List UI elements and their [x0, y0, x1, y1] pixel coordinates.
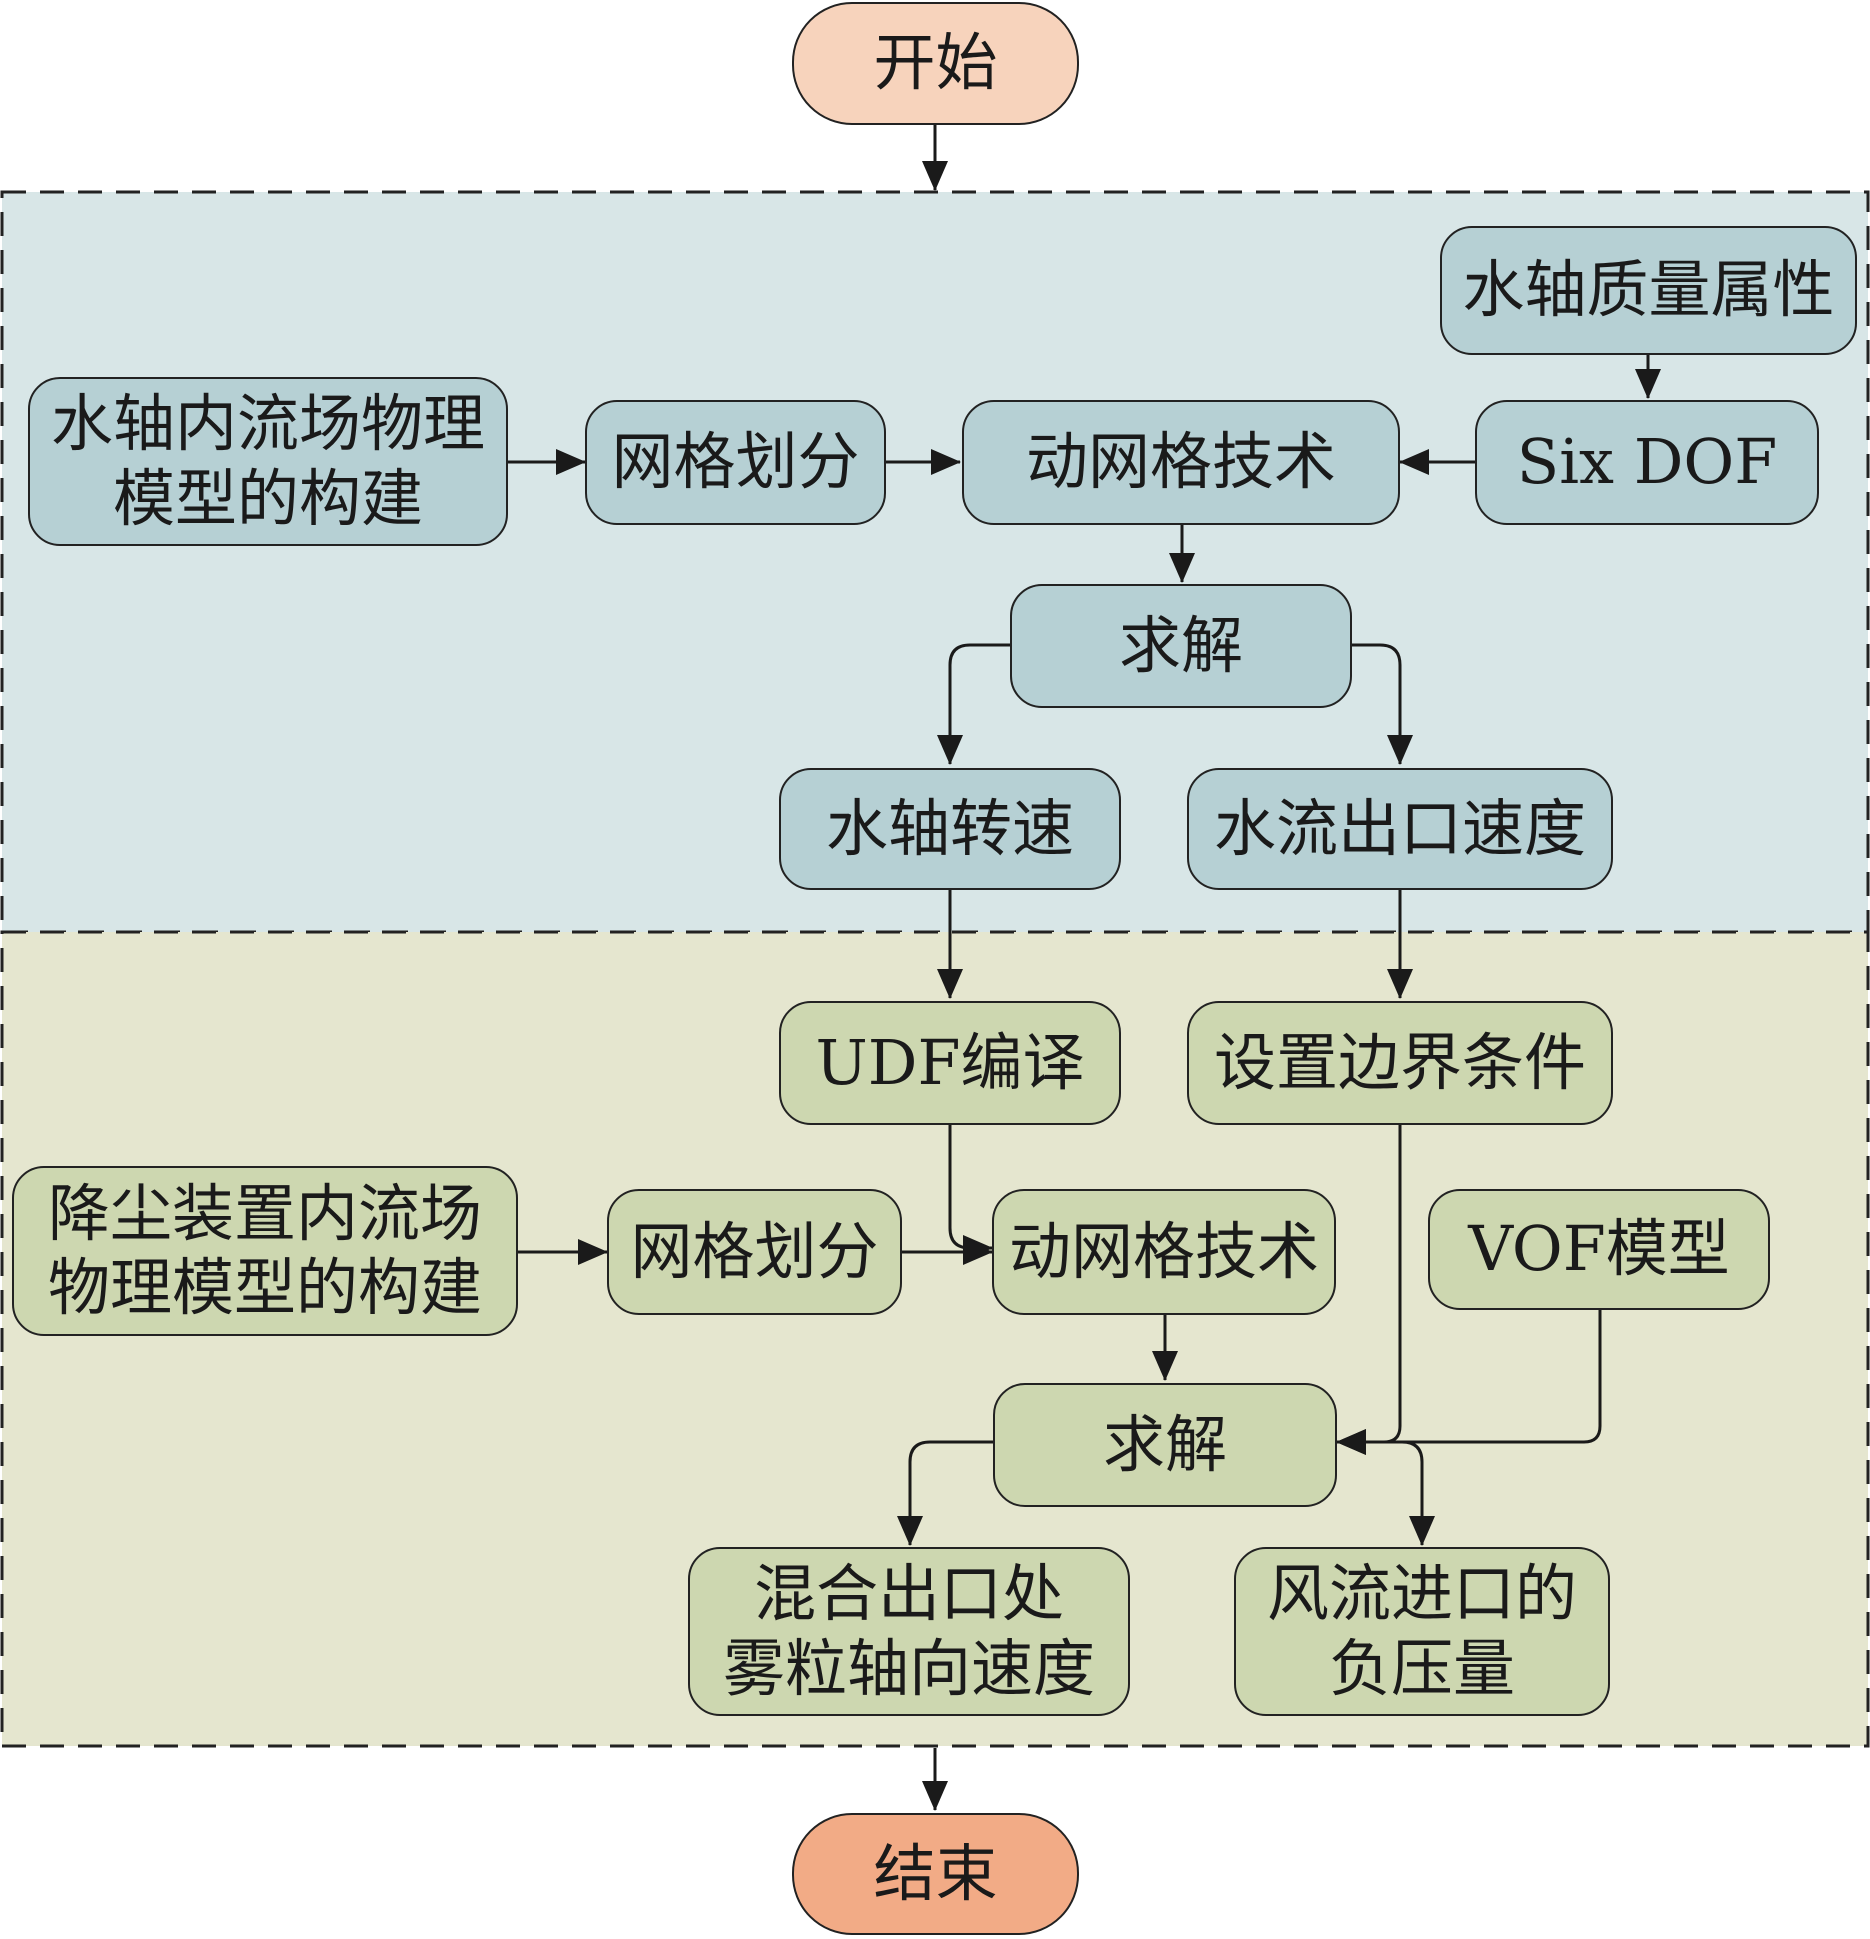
start-node: 开始 — [792, 2, 1079, 125]
arrow-solve-to-speed — [937, 643, 1010, 765]
water-shaft-speed-node: 水轴转速 — [779, 768, 1121, 890]
udf-compile-node: UDF编译 — [779, 1001, 1121, 1125]
arrow-udf-to-dynamic — [948, 1125, 993, 1261]
boundary-conditions-node: 设置边界条件 — [1187, 1001, 1613, 1125]
sixdof-node: Six DOF — [1475, 400, 1819, 525]
end-node: 结束 — [792, 1813, 1079, 1935]
water-shaft-solve-node: 求解 — [1010, 584, 1352, 708]
arrow-solve-to-mist — [897, 1440, 993, 1546]
arrow-solve-to-outlet — [1352, 643, 1413, 765]
water-shaft-model-node: 水轴内流场物理 模型的构建 — [28, 377, 508, 546]
dust-device-model-node: 降尘装置内流场 物理模型的构建 — [12, 1166, 518, 1336]
water-outlet-velocity-node: 水流出口速度 — [1187, 768, 1613, 890]
water-shaft-dynamic-mesh-node: 动网格技术 — [962, 400, 1400, 525]
dust-device-solve-node: 求解 — [993, 1383, 1337, 1507]
water-shaft-mesh-node: 网格划分 — [585, 400, 886, 525]
vof-model-node: VOF模型 — [1428, 1189, 1770, 1310]
arrow-vof-to-solve — [1336, 1310, 1602, 1455]
arrow-solve-to-pressure — [1337, 1440, 1435, 1546]
dust-device-dynamic-mesh-node: 动网格技术 — [992, 1189, 1336, 1315]
air-inlet-negative-pressure-node: 风流进口的 负压量 — [1234, 1547, 1610, 1716]
water-shaft-mass-node: 水轴质量属性 — [1440, 226, 1857, 355]
mist-axial-velocity-node: 混合出口处 雾粒轴向速度 — [688, 1547, 1130, 1716]
dust-device-mesh-node: 网格划分 — [607, 1189, 902, 1315]
